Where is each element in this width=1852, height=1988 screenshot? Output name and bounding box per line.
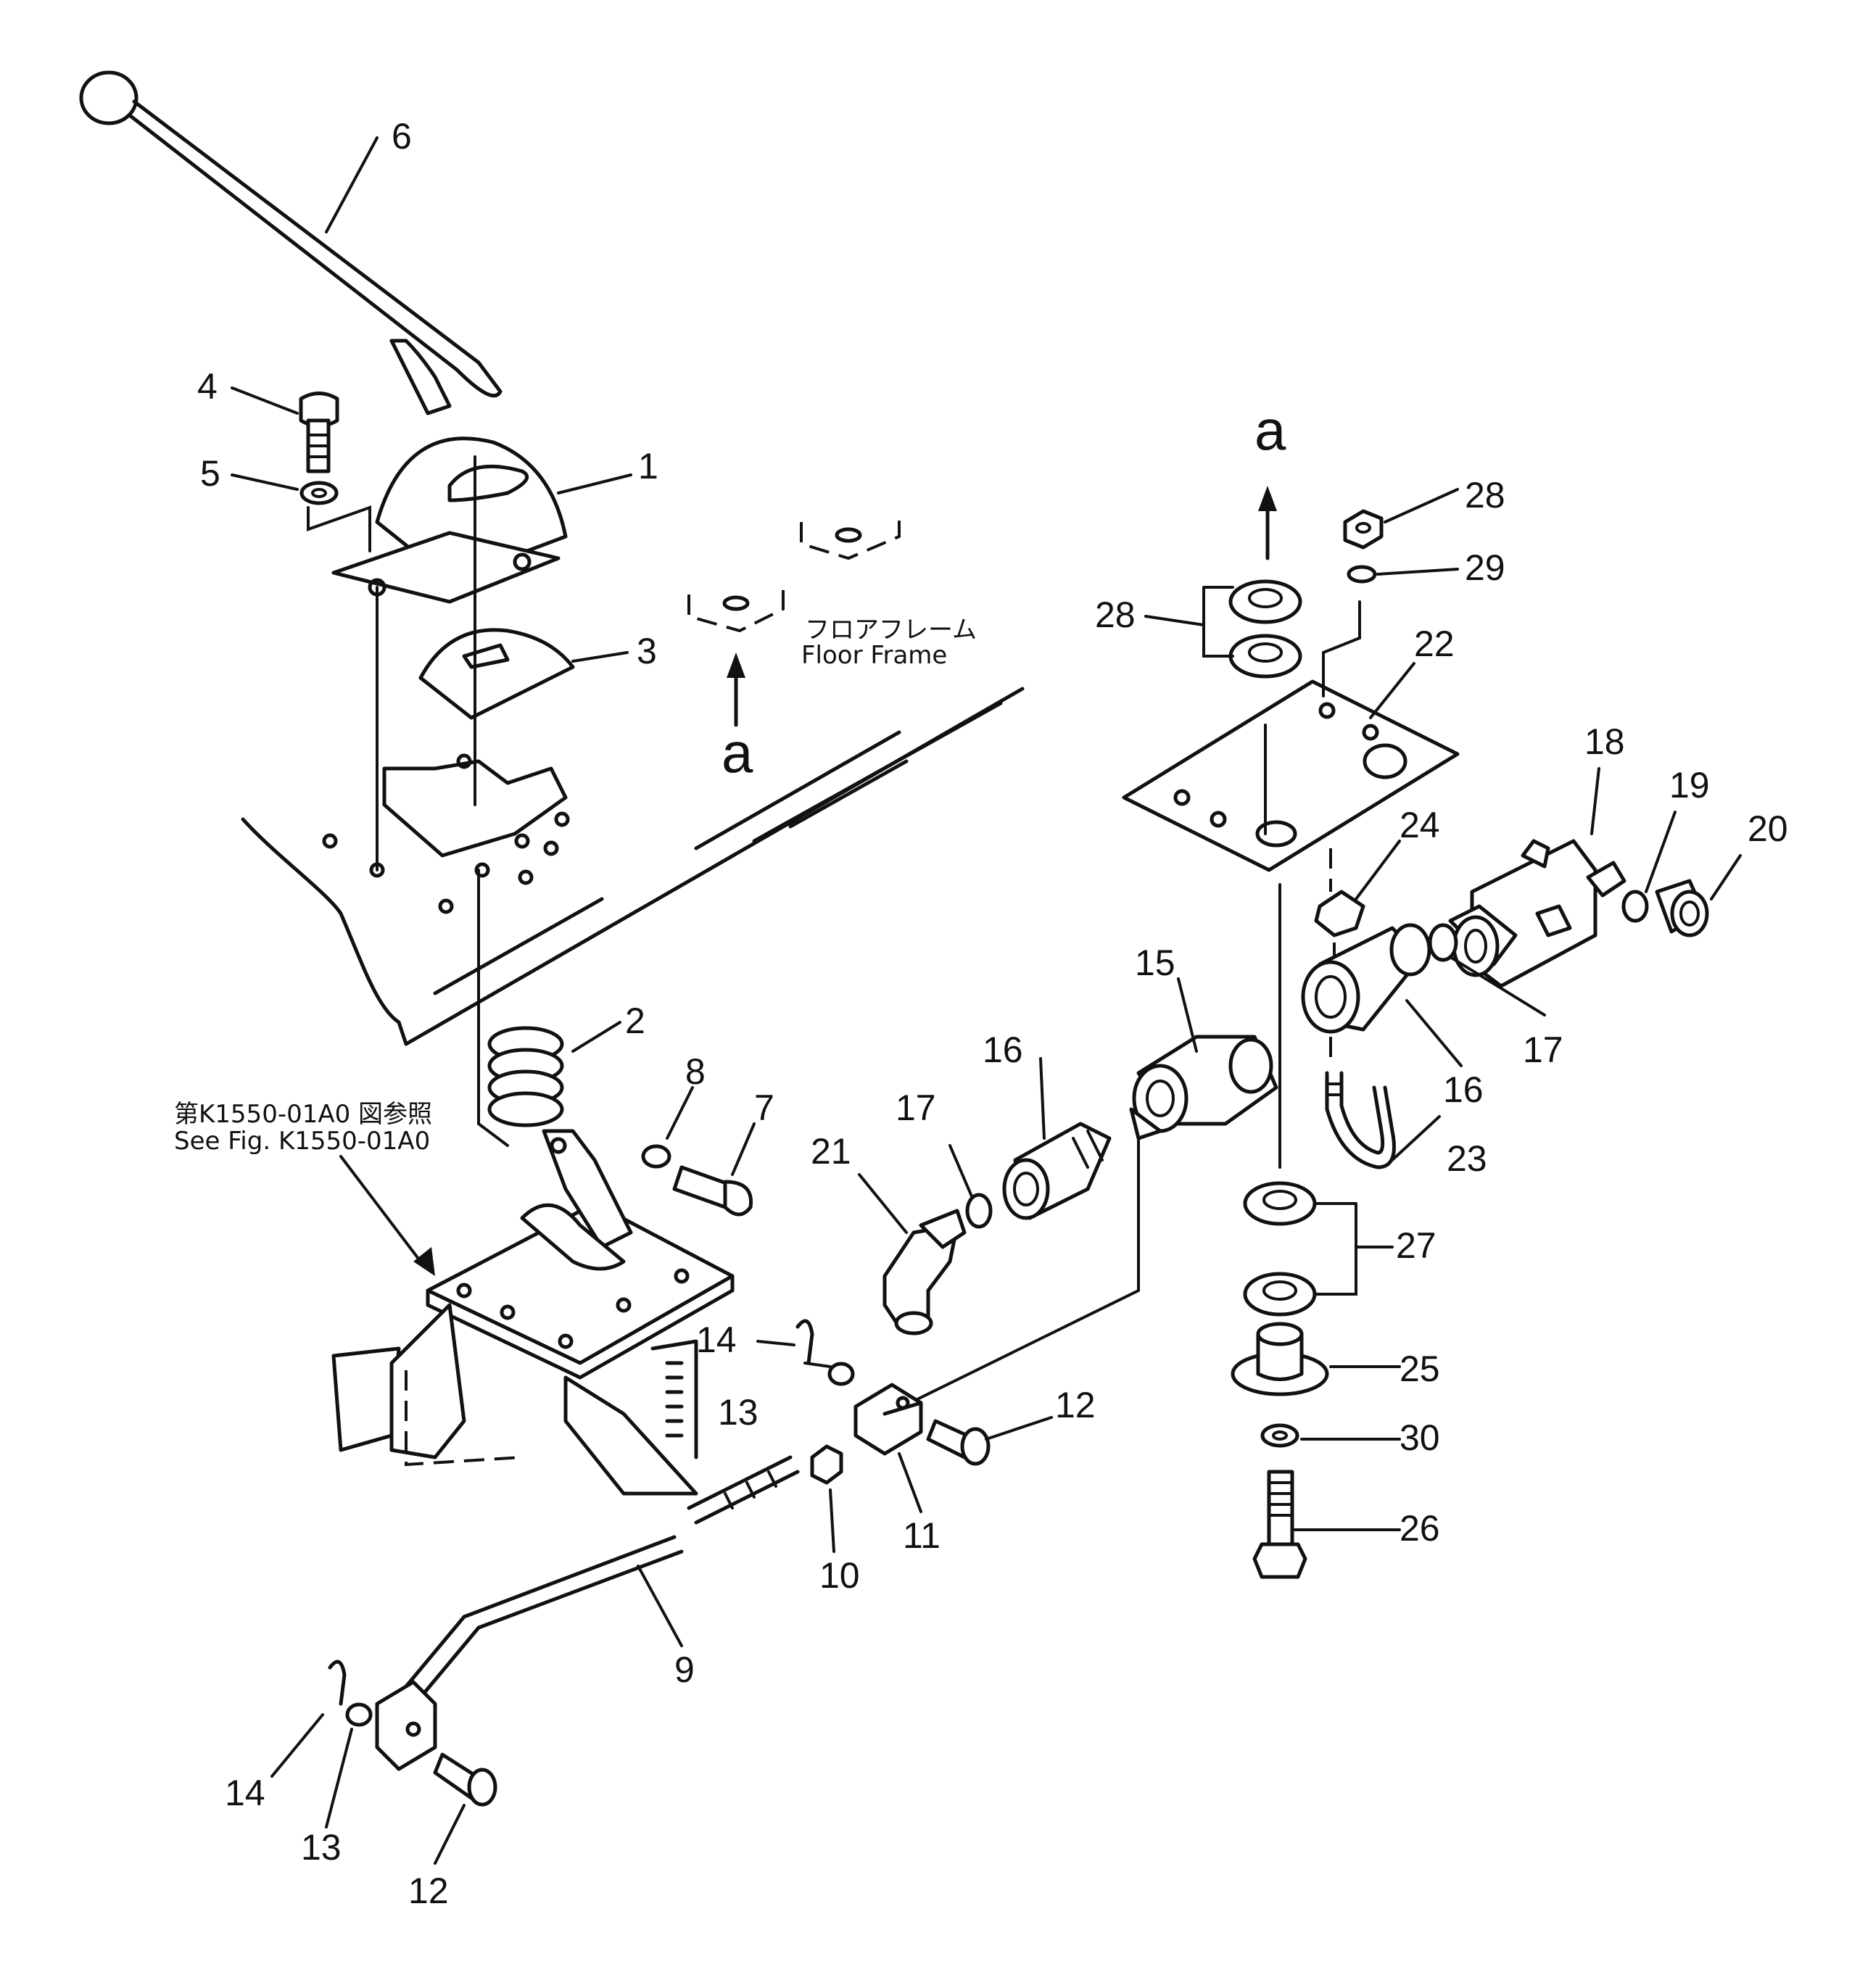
bolt-4 [299, 392, 339, 473]
callout-1: 1 [638, 446, 658, 486]
plug-19 [1621, 890, 1649, 923]
control-lever [79, 70, 503, 415]
pedal-bracket [331, 1129, 735, 1496]
callout-22: 22 [1414, 624, 1455, 664]
pin-12-upper [926, 1419, 991, 1466]
rubber-mount-28-lower [1243, 1181, 1317, 1317]
callout-17-left: 17 [896, 1088, 936, 1128]
cap-20 [1655, 879, 1709, 937]
floor-frame [241, 687, 1025, 1046]
nut-25 [1343, 509, 1384, 550]
callout-15: 15 [1135, 943, 1175, 983]
callout-30: 30 [1400, 1417, 1440, 1458]
guide-line [477, 869, 509, 1147]
callout-18: 18 [1584, 721, 1625, 762]
note-ref-en: See Fig. K1550-01A0 [174, 1127, 430, 1156]
fitting-15 [1129, 1035, 1278, 1140]
callout-12-lower: 12 [408, 1871, 449, 1911]
lever-cover [331, 436, 568, 604]
callout-26: 29 [1465, 547, 1505, 588]
washer-8 [641, 1144, 671, 1169]
callout-28-lower: 27 [1396, 1225, 1436, 1266]
note-floor-frame-en: Floor Frame [801, 641, 947, 670]
elbow-21 [882, 1209, 967, 1335]
callout-27: 25 [1400, 1349, 1440, 1389]
o-ring-17-right [1428, 923, 1458, 962]
hose-23 [1325, 1071, 1396, 1169]
rod-end [375, 1680, 437, 1771]
view-arrow-a-top [1258, 486, 1277, 560]
view-marker-left [687, 587, 785, 633]
callout-7: 7 [754, 1088, 774, 1128]
guide-line [1322, 600, 1361, 697]
washer-5 [299, 481, 339, 505]
clevis-11 [853, 1383, 923, 1456]
callout-14-upper: 14 [696, 1320, 737, 1360]
callout-16-left: 16 [983, 1030, 1023, 1070]
callout-5: 5 [200, 453, 220, 494]
mounting-plate-22 [1122, 679, 1460, 872]
nut-10 [810, 1444, 843, 1485]
pin-12-lower [433, 1752, 497, 1807]
callout-21: 21 [811, 1131, 851, 1172]
bolt-7 [672, 1165, 753, 1217]
valve-18 [1448, 839, 1626, 988]
o-ring-17-left [965, 1193, 993, 1229]
callout-11: 11 [903, 1515, 941, 1556]
guide-line [916, 1086, 1140, 1401]
callout-9: 9 [674, 1649, 695, 1690]
adapter-16-left [1002, 1122, 1112, 1220]
callout-8: 8 [685, 1051, 706, 1092]
callout-23: 23 [1447, 1138, 1487, 1179]
callout-28-upper: 28 [1095, 595, 1136, 635]
callout-4: 4 [197, 366, 218, 407]
bolt-29 [1252, 1470, 1307, 1579]
bushing-27 [1231, 1322, 1329, 1396]
seal-plate [418, 628, 575, 720]
callout-25: 28 [1465, 475, 1505, 515]
callout-12-upper: 12 [1055, 1385, 1096, 1425]
callout-20: 20 [1748, 808, 1788, 849]
label-view-a-top: a [1254, 398, 1286, 462]
washer-26 [1347, 565, 1377, 584]
callout-24: 24 [1400, 805, 1440, 845]
callout-19: 19 [1669, 765, 1710, 805]
callout-10: 10 [819, 1555, 860, 1596]
rod-9 [389, 1455, 800, 1717]
callout-29: 26 [1400, 1508, 1440, 1549]
label-view-a-mid: a [722, 721, 753, 784]
callout-13-lower: 13 [301, 1827, 342, 1868]
note-ref-jp: 第K1550-01A0 図参照 [174, 1100, 432, 1129]
callout-17-right: 17 [1523, 1030, 1563, 1070]
callout-16-right: 16 [1443, 1069, 1484, 1110]
cotter-pin-14-lower [328, 1660, 347, 1706]
note-floor-frame-jp: フロアフレーム [805, 616, 977, 645]
washer-13-upper [827, 1362, 855, 1386]
rubber-mount-28-upper [1228, 579, 1302, 679]
gasket-24 [1314, 890, 1365, 937]
callout-3: 3 [637, 631, 657, 671]
view-arrow-a-mid [727, 653, 745, 727]
spring-2 [487, 1026, 564, 1127]
leader-lines [231, 136, 1742, 1865]
callout-2: 2 [625, 1001, 645, 1041]
adapter-16-right [1301, 923, 1431, 1034]
callout-14-lower: 14 [225, 1773, 265, 1813]
callout-6: 6 [392, 116, 412, 157]
guide-line [307, 505, 371, 552]
callout-13-upper: 13 [718, 1392, 758, 1433]
washer-30 [1260, 1423, 1299, 1448]
washer-13-lower [345, 1702, 373, 1727]
view-marker-right [800, 518, 901, 560]
cotter-pin-14-upper [795, 1319, 814, 1365]
